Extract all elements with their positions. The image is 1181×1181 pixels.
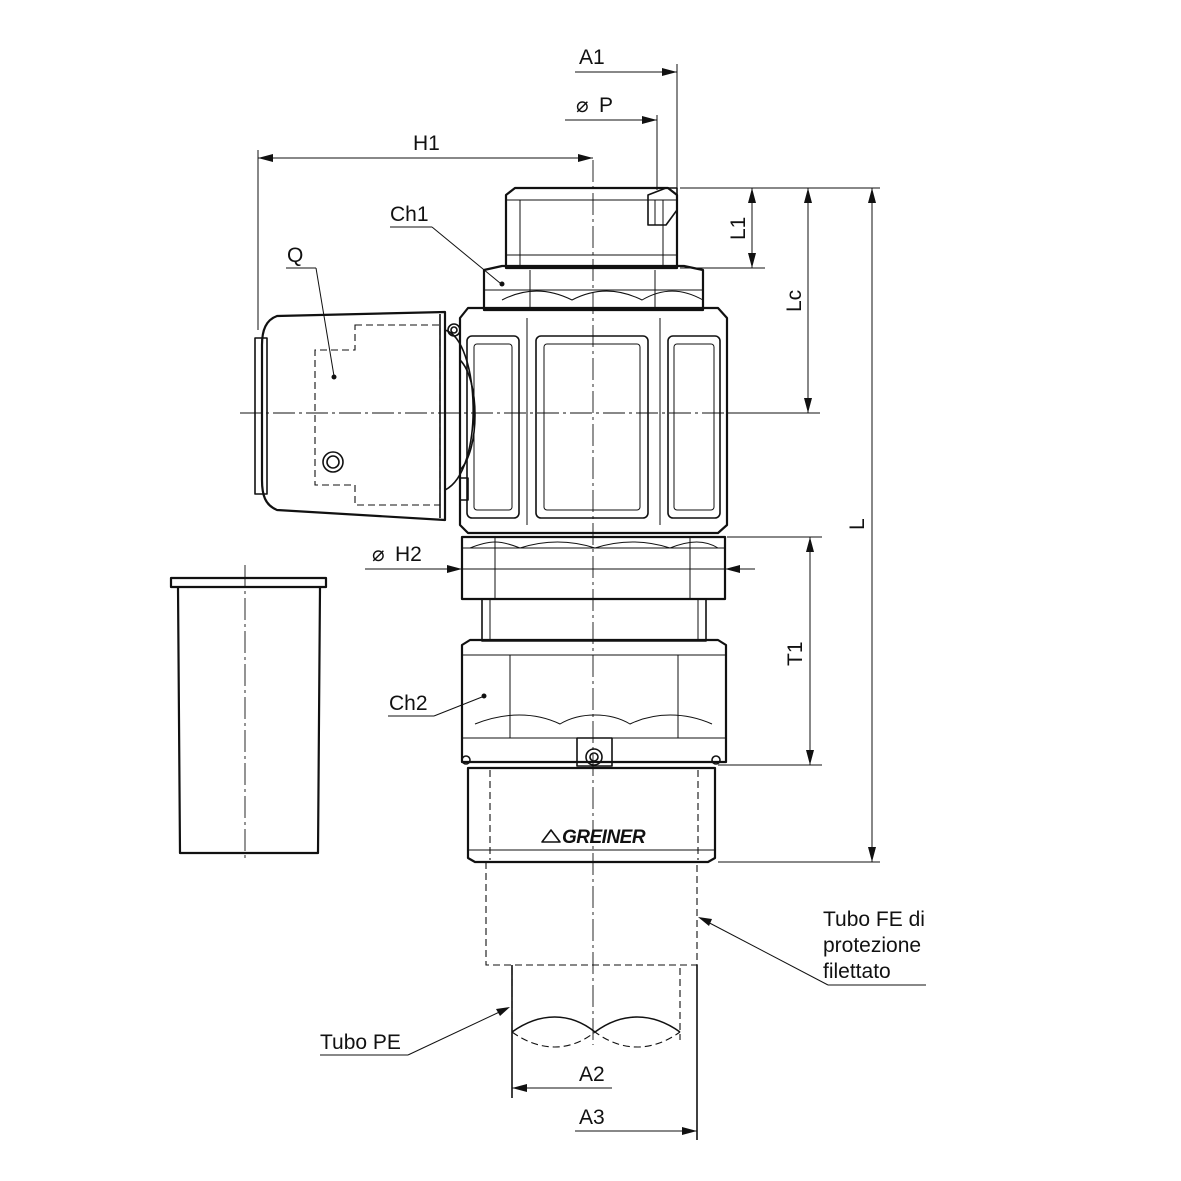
label-tubo-fe-line1: Tubo FE di — [823, 908, 925, 931]
h2-ring — [460, 535, 727, 601]
label-p: P — [599, 94, 613, 117]
label-l: L — [846, 518, 869, 530]
label-q: Q — [287, 244, 303, 267]
label-ch1: Ch1 — [390, 203, 429, 226]
label-tubo-pe: Tubo PE — [320, 1031, 401, 1054]
neck — [481, 598, 707, 642]
ch2-nut — [460, 638, 728, 767]
leader-lines — [286, 226, 926, 1056]
top-hex-nut — [504, 186, 679, 270]
side-actuator — [254, 310, 476, 522]
label-h1: H1 — [413, 132, 440, 155]
lower-sleeve: GREINER — [466, 766, 717, 864]
separate-cup — [169, 576, 328, 855]
label-h2: H2 — [395, 543, 422, 566]
label-tubo-fe-line3: filettato — [823, 960, 891, 983]
label-h2-symbol: ⌀ — [372, 543, 385, 566]
pe-pipe — [511, 965, 698, 1140]
label-ch2: Ch2 — [389, 692, 428, 715]
ch1-collar — [482, 264, 705, 312]
label-p-symbol: ⌀ — [576, 94, 589, 117]
dimensions — [257, 64, 880, 1135]
label-l1: L1 — [727, 217, 750, 240]
label-a2: A2 — [579, 1063, 605, 1086]
label-tubo-fe-line2: protezione — [823, 934, 921, 957]
brand-logo-icon — [541, 829, 561, 843]
label-a1: A1 — [579, 46, 605, 69]
protection-tube — [485, 862, 698, 1040]
labels: A1 ⌀ P H1 Ch1 Q L1 Lc L T1 ⌀ H2 Ch2 A2 A… — [287, 46, 925, 1129]
main-body — [458, 306, 729, 535]
center-lines — [240, 160, 760, 1045]
label-lc: Lc — [783, 290, 806, 312]
label-t1: T1 — [784, 641, 807, 666]
brand-label: GREINER — [562, 827, 646, 848]
label-a3: A3 — [579, 1106, 605, 1129]
